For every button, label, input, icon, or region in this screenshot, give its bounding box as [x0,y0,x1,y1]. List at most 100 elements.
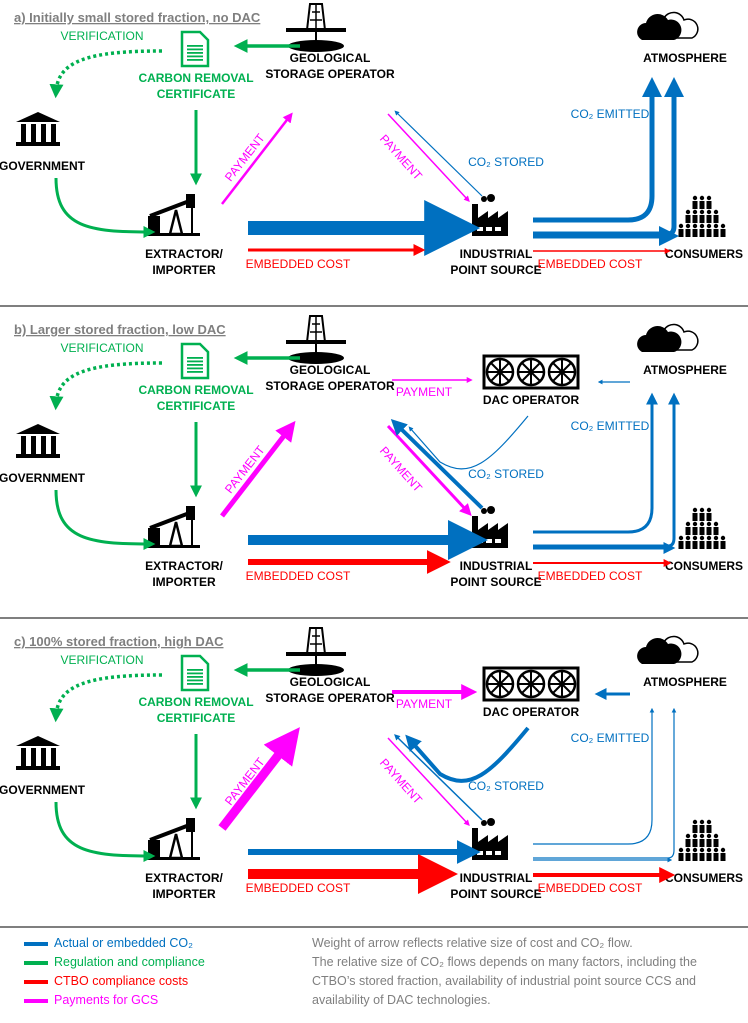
government-label: GOVERNMENT [0,159,86,173]
cloud-black [637,638,682,664]
payment-dac-label: PAYMENT [396,385,453,399]
cloud-icon [637,323,699,352]
person-head [706,521,712,527]
smoke [481,820,487,826]
horsehead [186,194,195,208]
doc-line [187,45,203,47]
person-head [699,833,705,839]
person-head [706,847,712,853]
person-head [706,209,712,215]
legend-item-payment: Payments for GCS [24,991,205,1010]
industrial-point-source-label: INDUSTRIAL [460,559,533,573]
person-head [692,847,698,853]
column [51,436,56,454]
geological-storage-label: GEOLOGICAL [290,675,371,689]
window [495,227,501,231]
rig-pipe [315,344,317,356]
person-body [706,513,712,521]
person-head [699,195,705,201]
base [16,142,60,146]
column [31,436,36,454]
pumpjack-icon [146,506,200,548]
rig-bars [310,4,322,30]
legend-swatch [24,998,48,1003]
pump-base [146,857,200,860]
embedded-cost-label: EMBEDDED COST [538,257,643,271]
horsehead [186,818,195,832]
person-head [706,507,712,513]
roof [16,112,60,122]
person-head [685,535,691,541]
legend: Actual or embedded CO₂ Regulation and co… [24,934,205,1010]
embedded-cost-label: EMBEDDED COST [538,569,643,583]
pumpjack-icon [146,818,200,860]
carbon-removal-certificate-label: CARBON REMOVAL [138,383,253,397]
window [486,539,492,543]
industrial-point-source-label: POINT SOURCE [450,887,541,901]
doc-line [187,52,203,54]
carbon-removal-certificate-label: CERTIFICATE [157,399,235,413]
column [41,436,46,454]
person-head [692,819,698,825]
arrow-verification-dotted [49,49,163,99]
geological-storage-label: GEOLOGICAL [290,363,371,377]
person-body [692,229,698,237]
person-head [706,819,712,825]
carbon-removal-certificate-label: CERTIFICATE [157,87,235,101]
co2-emitted-label: CO₂ EMITTED [571,419,650,433]
carbon-removal-certificate-label: CARBON REMOVAL [138,71,253,85]
legend-swatch [24,941,48,946]
fan-blade [521,362,541,382]
column [41,748,46,766]
person-body [692,541,698,549]
atmosphere-label: ATMOSPHERE [643,51,727,65]
carbon-removal-certificate-label: CARBON REMOVAL [138,695,253,709]
extractor-label: IMPORTER [152,263,216,277]
government-label: GOVERNMENT [0,783,86,797]
consumers-people-icon [678,195,726,237]
legend-swatch [24,960,48,965]
atmosphere-label: ATMOSPHERE [643,675,727,689]
person-head [692,833,698,839]
arrow-dac-co2-stored [405,726,530,783]
beam [149,510,193,530]
person-body [706,541,712,549]
person-head [685,847,691,853]
person-head [692,535,698,541]
atmosphere-label: ATMOSPHERE [643,363,727,377]
dac-operator-label: DAC OPERATOR [483,705,580,719]
person-head [713,521,719,527]
window [477,539,483,543]
embedded-cost-label: EMBEDDED COST [246,257,351,271]
factory-body [472,828,508,860]
rig-bars [310,628,322,654]
person-body [706,229,712,237]
person-head [685,209,691,215]
arrow-co2-to-atmosphere [533,392,658,534]
arrow-verification-dotted [49,673,163,723]
tower [168,521,184,548]
doc-line [187,669,203,671]
person-head [699,507,705,513]
person-body [685,839,691,847]
legend-item-cost: CTBO compliance costs [24,972,205,991]
government-building-icon [16,112,60,146]
arrow-payment-industrial [387,737,470,826]
cloud-black [637,326,682,352]
drill-rig-icon [286,315,346,364]
roof [16,424,60,434]
rig-platform [286,652,346,656]
doc-line [187,371,203,373]
tower [168,209,184,236]
industrial-point-source-label: INDUSTRIAL [460,247,533,261]
person-head [706,195,712,201]
person-body [692,215,698,223]
person-head [699,521,705,527]
tower [168,833,184,860]
industrial-point-source-label: POINT SOURCE [450,575,541,589]
co2-emitted-label: CO₂ EMITTED [571,731,650,745]
person-body [685,215,691,223]
person-body [678,229,684,237]
carbon-removal-certificate-label: CERTIFICATE [157,711,235,725]
panel-b: b) Larger stored fraction, low DACGEOLOG… [0,315,743,589]
